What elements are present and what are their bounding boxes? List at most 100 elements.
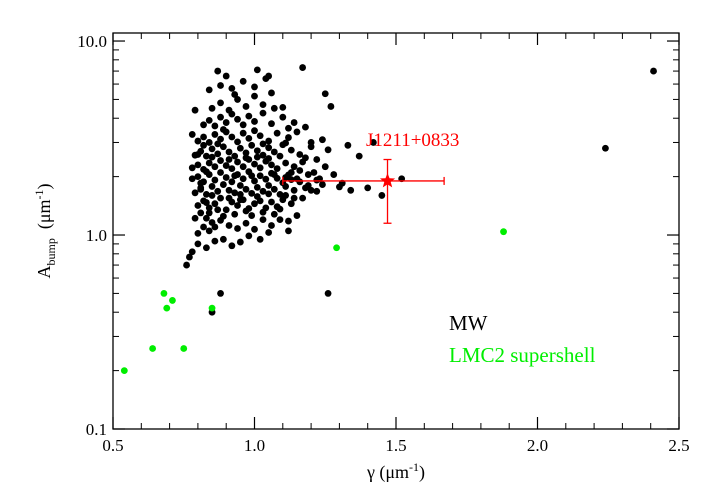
mw-point: [273, 129, 281, 137]
mw-point: [222, 119, 230, 126]
mw-point: [253, 183, 261, 191]
mw-point: [228, 133, 236, 141]
mw-point: [290, 119, 298, 126]
mw-point: [245, 232, 253, 240]
mw-point: [290, 186, 298, 194]
mw-point: [200, 223, 207, 231]
mw-point: [219, 212, 227, 220]
mw-point: [259, 216, 267, 224]
mw-point: [219, 235, 227, 243]
mw-point: [268, 161, 275, 169]
mw-point: [217, 169, 224, 176]
mw-point: [259, 109, 267, 117]
mw-point: [194, 137, 202, 145]
mw-point: [251, 92, 258, 100]
mw-point: [228, 165, 236, 172]
mw-point: [242, 154, 250, 162]
mw-point: [194, 151, 202, 158]
mw-point: [205, 209, 213, 217]
mw-point: [217, 290, 224, 297]
mw-point: [276, 216, 284, 224]
mw-point: [219, 143, 227, 151]
mw-point: [245, 134, 253, 142]
mw-point: [299, 194, 307, 202]
mw-point: [234, 225, 241, 232]
mw-point: [364, 184, 372, 192]
mw-point: [378, 192, 386, 199]
mw-point: [228, 178, 236, 186]
mw-point: [650, 67, 657, 75]
mw-point: [299, 64, 307, 71]
mw-point: [236, 182, 244, 189]
mw-point: [222, 174, 230, 181]
lmc2-point: [160, 290, 168, 297]
mw-point: [265, 229, 273, 236]
mw-point: [191, 214, 199, 222]
mw-point: [296, 151, 304, 158]
mw-point: [355, 152, 363, 160]
mw-point: [256, 172, 264, 180]
mw-point: [256, 132, 264, 140]
mw-point: [219, 126, 227, 133]
mw-point: [239, 175, 247, 183]
mw-point: [265, 190, 273, 198]
mw-point: [231, 189, 239, 197]
x-tick-label: 2.0: [527, 436, 548, 455]
mw-point: [313, 176, 321, 184]
mw-point: [302, 123, 309, 131]
mw-point: [208, 192, 216, 199]
mw-point: [256, 235, 264, 243]
mw-point: [211, 122, 219, 130]
mw-point: [188, 131, 196, 138]
mw-point: [225, 156, 233, 163]
mw-point: [200, 121, 207, 129]
mw-point: [228, 242, 236, 250]
mw-point: [208, 104, 216, 112]
y-tick-label: 0.1: [86, 420, 107, 439]
mw-point: [217, 113, 224, 121]
mw-point: [217, 194, 224, 202]
mw-point: [194, 202, 202, 209]
mw-point: [310, 169, 318, 176]
mw-point: [259, 151, 267, 159]
mw-point: [211, 176, 219, 184]
mw-point: [197, 209, 205, 217]
mw-point: [205, 227, 213, 235]
mw-point: [222, 162, 230, 169]
lmc2-point: [163, 304, 171, 312]
mw-point: [194, 173, 202, 181]
lmc2-point: [180, 345, 188, 352]
y-tick-label: 10.0: [77, 32, 107, 51]
mw-point: [282, 139, 290, 147]
tick-marks: [112, 33, 680, 430]
mw-point: [183, 261, 190, 269]
lmc2-series: [120, 228, 507, 375]
mw-point: [344, 141, 352, 149]
mw-point: [290, 163, 298, 171]
mw-point: [285, 217, 292, 225]
mw-point: [268, 89, 275, 97]
mw-point: [279, 103, 287, 111]
mw-point: [302, 154, 309, 162]
mw-point: [219, 181, 227, 188]
mw-point: [293, 212, 301, 219]
mw-point: [186, 253, 193, 261]
mw-point: [270, 171, 278, 178]
mw-point: [208, 153, 216, 161]
mw-point: [287, 169, 295, 176]
y-tick-label: 1.0: [86, 226, 107, 245]
mw-point: [285, 134, 292, 141]
lmc2-point: [149, 345, 157, 352]
mw-point: [268, 198, 275, 206]
mw-point: [287, 200, 295, 208]
mw-point: [304, 171, 312, 178]
mw-point: [228, 84, 236, 92]
mw-point: [270, 104, 278, 112]
mw-point: [202, 168, 210, 176]
mw-point: [248, 189, 256, 197]
legend-mw-label: MW: [449, 311, 488, 335]
lmc2-point: [208, 304, 216, 312]
mw-point: [191, 106, 199, 114]
mw-point: [321, 163, 329, 171]
